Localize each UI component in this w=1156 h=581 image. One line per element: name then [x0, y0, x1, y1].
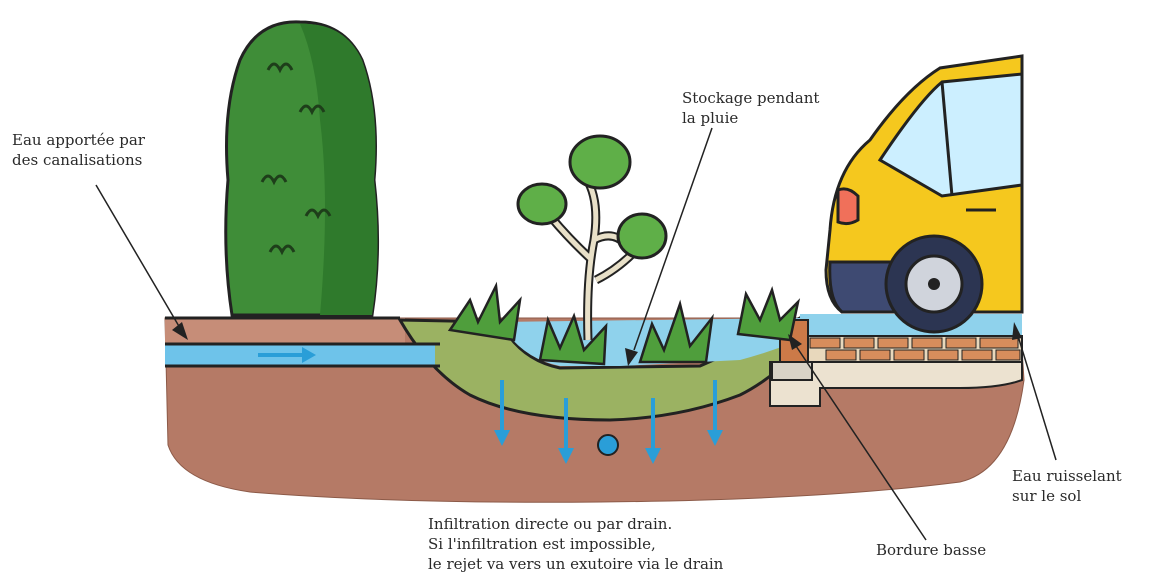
label-eau-ruisselant: Eau ruisselant sur le sol — [1012, 466, 1122, 506]
car — [824, 54, 1024, 334]
label-line: le rejet va vers un exutoire via le drai… — [428, 555, 724, 573]
leader-lines — [95, 127, 1057, 541]
drain-pipe — [597, 434, 619, 456]
brick-paving — [805, 335, 1023, 363]
label-infiltration: Infiltration directe ou par drain. Si l'… — [428, 514, 723, 574]
label-line: Eau apportée par — [12, 131, 145, 149]
label-line: Si l'infiltration est impossible, — [428, 535, 656, 553]
kerb-footing — [771, 361, 813, 381]
label-line: Infiltration directe ou par drain. — [428, 515, 673, 533]
label-line: Bordure basse — [876, 541, 987, 559]
label-eau-apportee: Eau apportée par des canalisations — [12, 130, 145, 170]
tree — [516, 134, 668, 341]
label-line: sur le sol — [1012, 487, 1082, 505]
infiltration-arrows — [494, 380, 723, 464]
grass-tufts — [447, 281, 801, 366]
gravel-base — [769, 361, 1023, 407]
pipe-flow-arrow — [258, 347, 316, 363]
label-line: la pluie — [682, 109, 739, 127]
label-line: Stockage pendant — [682, 89, 820, 107]
label-line: des canalisations — [12, 151, 143, 169]
topsoil-strip — [165, 318, 405, 346]
label-stockage: Stockage pendant la pluie — [682, 88, 819, 128]
label-line: Eau ruisselant — [1012, 467, 1122, 485]
hedge — [224, 20, 380, 317]
label-bordure-basse: Bordure basse — [876, 540, 986, 560]
